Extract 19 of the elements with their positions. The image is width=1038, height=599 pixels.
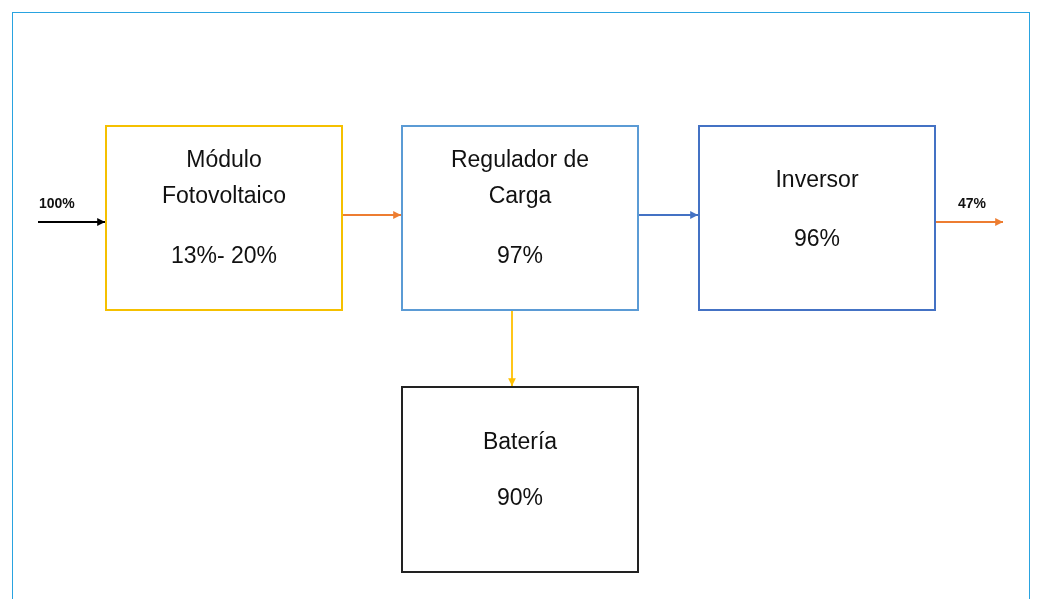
efficiency-value: 97% bbox=[496, 241, 543, 270]
arrow bbox=[638, 211, 699, 219]
box-title: Módulo Fotovoltaico bbox=[161, 145, 287, 210]
process-box bbox=[698, 125, 936, 311]
box-title: Inversor bbox=[775, 165, 859, 194]
efficiency-value: 96% bbox=[793, 224, 840, 253]
arrow bbox=[342, 211, 402, 219]
arrow bbox=[508, 310, 516, 387]
process-box bbox=[105, 125, 343, 311]
arrow bbox=[37, 218, 106, 226]
edge-label: 47% bbox=[958, 195, 987, 211]
process-box bbox=[401, 125, 639, 311]
box-title: Regulador de Carga bbox=[449, 145, 591, 210]
efficiency-value: 13%- 20% bbox=[170, 241, 278, 270]
box-title: Batería bbox=[482, 427, 558, 456]
arrow bbox=[935, 218, 1004, 226]
efficiency-value: 90% bbox=[496, 483, 543, 512]
process-box bbox=[401, 386, 639, 573]
edge-label: 100% bbox=[39, 195, 75, 211]
